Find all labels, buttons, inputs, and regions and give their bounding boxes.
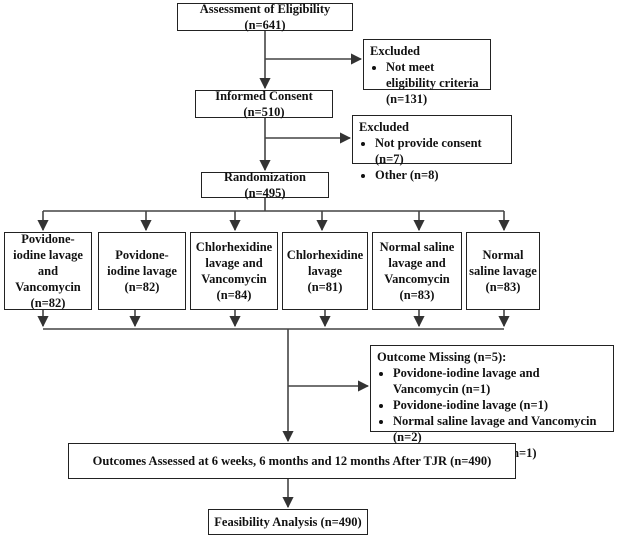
consent-box: Informed Consent (n=510) bbox=[195, 89, 333, 119]
arm-3-n: (n=84) bbox=[216, 288, 252, 302]
excluded-2-item: Not provide consent (n=7) bbox=[375, 135, 505, 167]
arm-5-n: (n=83) bbox=[399, 288, 435, 302]
eligibility-text: Assessment of Eligibility (n=641) bbox=[199, 2, 331, 32]
feasibility-text: Feasibility Analysis (n=490) bbox=[214, 515, 362, 529]
randomization-box: Randomization (n=495) bbox=[201, 170, 329, 200]
arm-2-n: (n=82) bbox=[124, 280, 160, 294]
feasibility-box: Feasibility Analysis (n=490) bbox=[208, 509, 368, 535]
excluded-2-list: Not provide consent (n=7) Other (n=8) bbox=[359, 135, 505, 183]
arm-box-1: Povidone-iodine lavage and Vancomycin (n… bbox=[4, 232, 92, 310]
arm-box-2: Povidone-iodine lavage (n=82) bbox=[98, 232, 186, 310]
arm-5-label: Normal saline lavage and Vancomycin bbox=[379, 240, 455, 286]
arm-box-3: Chlorhexidine lavage and Vancomycin (n=8… bbox=[190, 232, 278, 310]
arm-6-label: Normal saline lavage bbox=[469, 248, 537, 278]
arm-box-5: Normal saline lavage and Vancomycin (n=8… bbox=[372, 232, 462, 310]
arm-1-label: Povidone-iodine lavage and Vancomycin bbox=[13, 232, 83, 294]
arm-2-label: Povidone-iodine lavage bbox=[107, 248, 177, 278]
missing-item: Povidone-iodine lavage (n=1) bbox=[393, 397, 607, 413]
excluded-box-2: Excluded Not provide consent (n=7) Other… bbox=[352, 115, 512, 182]
arm-box-6: Normal saline lavage (n=83) bbox=[466, 232, 540, 310]
excluded-2-title: Excluded bbox=[359, 120, 410, 134]
arm-4-n: (n=81) bbox=[307, 280, 343, 294]
missing-item: Povidone-iodine lavage and Vancomycin (n… bbox=[393, 365, 607, 397]
excluded-box-1: Excluded Not meet eligibility criteria (… bbox=[363, 39, 491, 106]
arm-6-n: (n=83) bbox=[485, 280, 521, 294]
missing-title: Outcome Missing (n=5): bbox=[377, 350, 507, 364]
consent-text: Informed Consent (n=510) bbox=[215, 89, 313, 119]
arm-3-label: Chlorhexidine lavage and Vancomycin bbox=[195, 240, 273, 286]
arm-1-n: (n=82) bbox=[30, 296, 66, 310]
arm-4-label: Chlorhexidine lavage bbox=[286, 248, 364, 278]
excluded-2-item: Other (n=8) bbox=[375, 167, 505, 183]
eligibility-box: Assessment of Eligibility (n=641) bbox=[177, 2, 353, 32]
excluded-1-list: Not meet eligibility criteria (n=131) bbox=[370, 59, 484, 107]
excluded-1-item: Not meet eligibility criteria (n=131) bbox=[386, 59, 484, 107]
missing-item: Normal saline lavage and Vancomycin (n=2… bbox=[393, 413, 607, 445]
outcomes-box: Outcomes Assessed at 6 weeks, 6 months a… bbox=[68, 443, 516, 479]
missing-box: Outcome Missing (n=5): Povidone-iodine l… bbox=[370, 345, 614, 460]
arm-box-4: Chlorhexidine lavage (n=81) bbox=[282, 232, 368, 310]
randomization-text: Randomization (n=495) bbox=[224, 170, 306, 200]
outcomes-text: Outcomes Assessed at 6 weeks, 6 months a… bbox=[92, 454, 492, 468]
excluded-1-title: Excluded bbox=[370, 44, 421, 58]
